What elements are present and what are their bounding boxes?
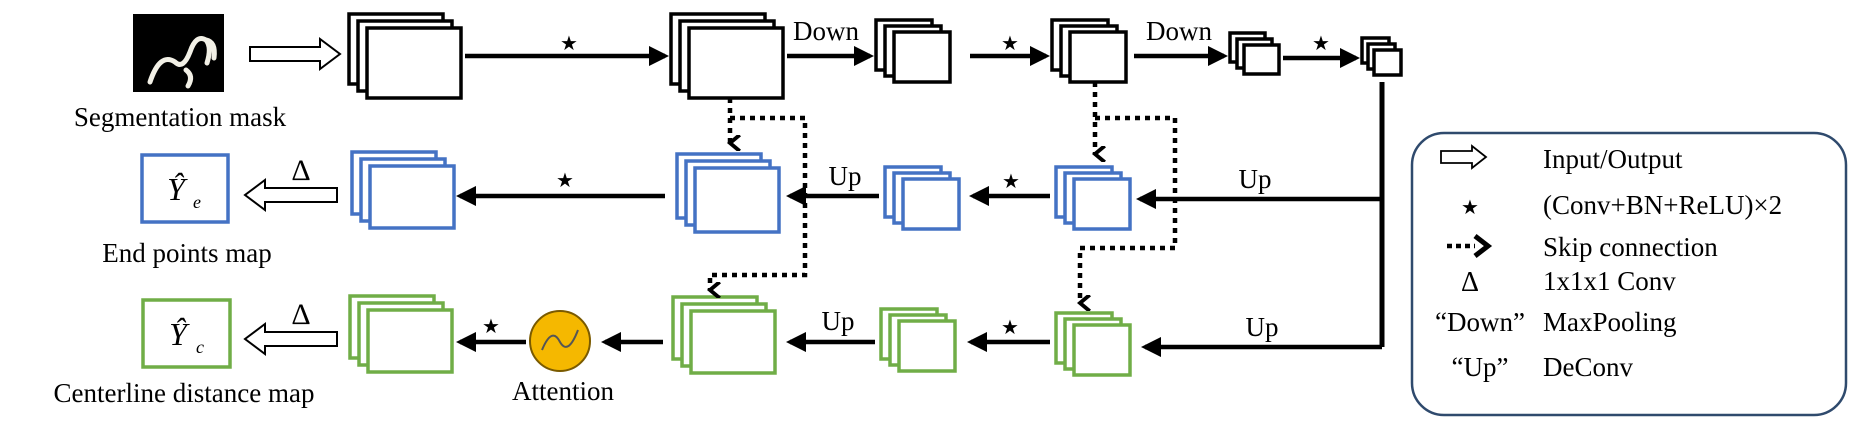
input-label: Segmentation mask bbox=[74, 102, 287, 132]
up-label-green-1: Up bbox=[1246, 312, 1279, 342]
encoder-block-3 bbox=[874, 18, 952, 84]
legend-text-conv: (Conv+BN+ReLU)×2 bbox=[1543, 190, 1782, 220]
conv-symbol-enc3: ★ bbox=[1001, 33, 1019, 55]
green-block-2 bbox=[671, 295, 777, 375]
legend-key-up: “Up” bbox=[1452, 352, 1509, 382]
io-arrow-icon bbox=[1440, 144, 1488, 170]
centerline-hollow-arrow bbox=[243, 322, 338, 356]
legend-key-down: “Down” bbox=[1435, 307, 1525, 337]
legend: Input/Output ★ (Conv+BN+ReLU)×2 Skip con… bbox=[1410, 131, 1848, 417]
conv-symbol-blue-4: ★ bbox=[1002, 171, 1020, 193]
legend-text-up: DeConv bbox=[1543, 352, 1633, 382]
centerline-output-label: Centerline distance map bbox=[54, 378, 315, 408]
skip-enc2-to-green2 bbox=[710, 115, 808, 290]
blue-block-1 bbox=[350, 150, 456, 230]
blue-block-3 bbox=[883, 165, 961, 231]
encoder-block-6 bbox=[1360, 36, 1403, 77]
conv-symbol-green-4: ★ bbox=[1001, 317, 1019, 339]
green-block-1 bbox=[348, 294, 454, 374]
skip-connections bbox=[710, 82, 1178, 303]
legend-item-up: “Up” DeConv bbox=[1452, 352, 1634, 382]
legend-text-io: Input/Output bbox=[1543, 144, 1683, 174]
legend-item-skip: Skip connection bbox=[1447, 232, 1718, 262]
endpoints-map-subscript: e bbox=[193, 192, 201, 212]
endpoints-map-symbol: Ŷ bbox=[167, 171, 188, 207]
skip-chevron-icon bbox=[1473, 234, 1493, 258]
conv-symbol-blue-2: ★ bbox=[556, 170, 574, 192]
green-block-3 bbox=[879, 307, 957, 373]
centerline-map-box: Ŷ c bbox=[141, 298, 232, 369]
skip-enc4-to-green4 bbox=[1080, 115, 1178, 303]
up-label-blue-2: Up bbox=[829, 161, 862, 191]
centerline-map-subscript: c bbox=[196, 337, 204, 357]
conv-symbol-green-1: ★ bbox=[482, 316, 500, 338]
legend-item-io: Input/Output bbox=[1440, 144, 1683, 174]
up-label-blue-1: Up bbox=[1239, 164, 1272, 194]
legend-text-down: MaxPooling bbox=[1543, 307, 1677, 337]
encoder-block-4 bbox=[1050, 18, 1128, 84]
legend-text-conv1x1: 1x1x1 Conv bbox=[1543, 266, 1676, 296]
centerline-map-symbol: Ŷ bbox=[169, 316, 190, 352]
endpoints-hollow-arrow bbox=[243, 178, 338, 212]
down-label-1: Down bbox=[793, 16, 859, 46]
encoder-block-2 bbox=[669, 12, 785, 100]
endpoints-map-box: Ŷ e bbox=[140, 153, 230, 224]
legend-item-conv: ★ (Conv+BN+ReLU)×2 bbox=[1461, 190, 1782, 220]
legend-text-skip: Skip connection bbox=[1543, 232, 1718, 262]
conv-symbol-enc5: ★ bbox=[1312, 33, 1330, 55]
legend-frame bbox=[1410, 131, 1848, 417]
blue-block-4 bbox=[1054, 165, 1132, 231]
legend-item-conv1x1: Δ 1x1x1 Conv bbox=[1461, 266, 1676, 298]
attention-label: Attention bbox=[512, 376, 614, 406]
endpoints-output-label: End points map bbox=[102, 238, 272, 268]
blue-block-2 bbox=[675, 152, 781, 234]
up-label-green-2: Up bbox=[822, 306, 855, 336]
conv1x1-symbol-blue: Δ bbox=[291, 154, 310, 187]
conv1x1-symbol-green: Δ bbox=[291, 298, 310, 331]
encoder-block-5 bbox=[1228, 31, 1281, 76]
input-hollow-arrow bbox=[249, 37, 342, 71]
down-label-2: Down bbox=[1146, 16, 1212, 46]
legend-key-conv1x1: Δ bbox=[1461, 267, 1479, 298]
green-block-4 bbox=[1054, 311, 1132, 377]
conv-symbol-enc1: ★ bbox=[560, 33, 578, 55]
legend-item-down: “Down” MaxPooling bbox=[1435, 307, 1677, 337]
encoder-block-1 bbox=[347, 12, 463, 100]
legend-key-conv: ★ bbox=[1461, 197, 1479, 219]
segmentation-mask-image bbox=[133, 14, 224, 92]
attention-icon bbox=[529, 310, 591, 372]
